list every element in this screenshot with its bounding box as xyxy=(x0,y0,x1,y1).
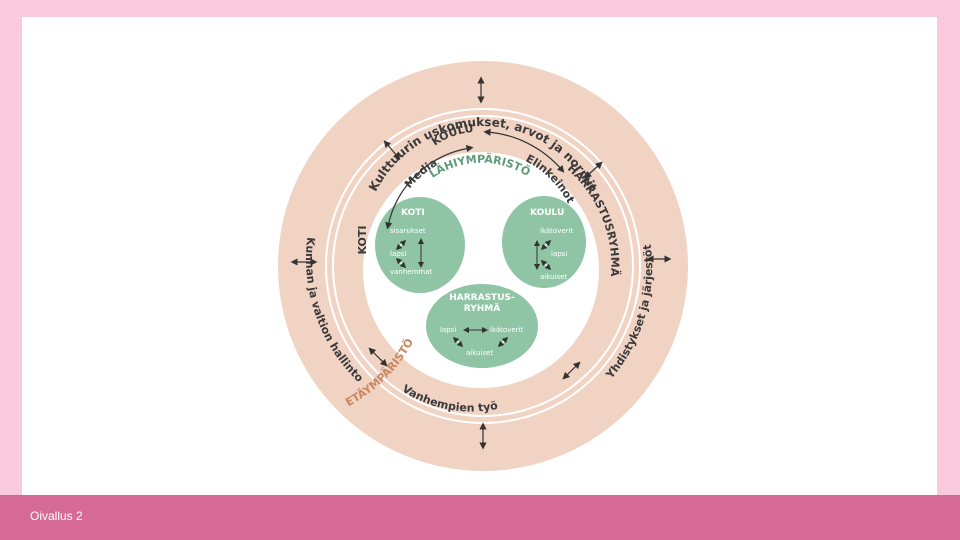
koulu-title: KOULU xyxy=(530,208,564,218)
koti-title: KOTI xyxy=(401,208,425,218)
koulu-item-aikuiset: aikuiset xyxy=(540,273,567,281)
harrastus-title-line2: RYHMÄ xyxy=(464,303,500,314)
footer-bar: Oivallus 2 xyxy=(0,495,960,540)
koti-ring-label: KOTI xyxy=(356,226,369,255)
harrastus-item-aikuiset: aikuiset xyxy=(466,349,493,357)
harrastus-item-ikatoverit: ikätoverit xyxy=(490,326,523,334)
harrastus-item-lapsi: lapsi xyxy=(440,326,456,334)
footer-label: Oivallus 2 xyxy=(30,509,83,523)
harrastus-title-line1: HARRASTUS- xyxy=(449,293,515,303)
koti-item-sisarukset: sisarukset xyxy=(390,227,426,235)
koti-item-lapsi: lapsi xyxy=(390,250,406,258)
koulu-item-lapsi: lapsi xyxy=(551,250,567,258)
koulu-item-ikatoverit: ikätoverit xyxy=(540,227,573,235)
koti-item-vanhemmat: vanhemmat xyxy=(390,268,433,276)
